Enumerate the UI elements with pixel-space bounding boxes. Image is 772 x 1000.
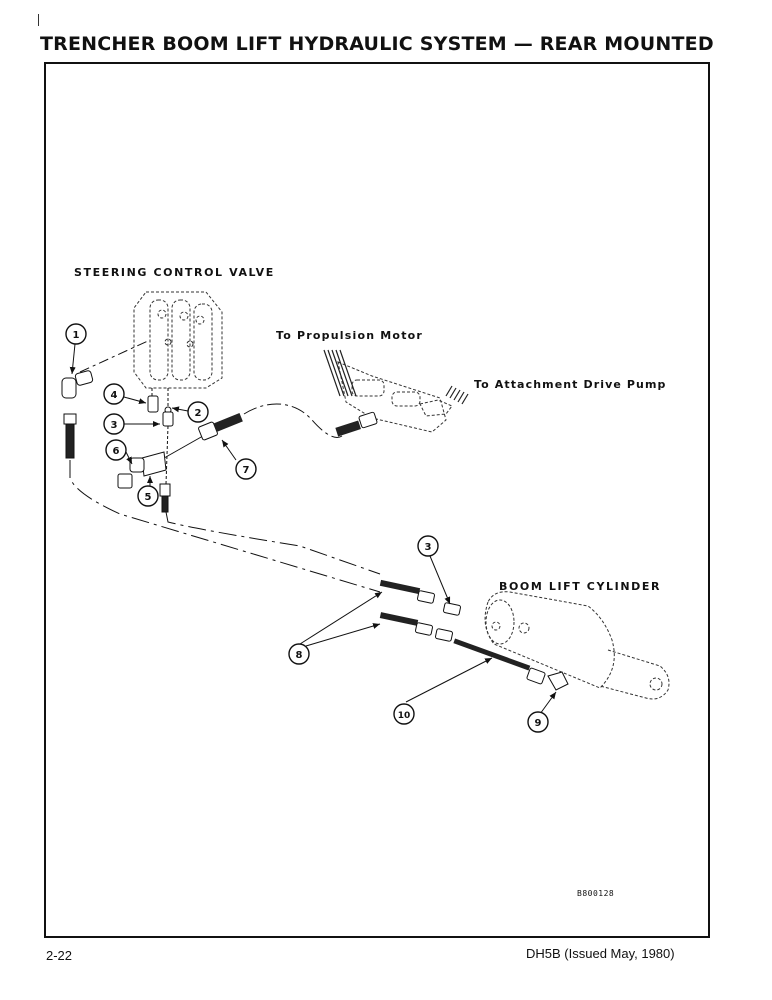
callout-10: 10: [398, 711, 411, 721]
callout-7: 7: [243, 465, 250, 476]
callout-5: 5: [145, 492, 152, 503]
callout-3-cylinder: 3: [425, 542, 432, 553]
page-number: 2-22: [46, 948, 73, 963]
callout-circles: [65, 323, 549, 733]
label-boom-lift-cylinder: BOOM LIFT CYLINDER: [499, 580, 662, 593]
callout-4: 4: [111, 390, 118, 401]
hose-7: [149, 403, 378, 467]
valve-fittings: [117, 395, 174, 513]
callout-2: 2: [195, 408, 202, 419]
margin-mark: [38, 14, 39, 26]
callout-9: 9: [535, 718, 542, 729]
document-issue: DH5B (Issued May, 1980): [526, 946, 675, 961]
label-steering-control-valve: STEERING CONTROL VALVE: [74, 266, 275, 279]
boom-lift-cylinder: [484, 591, 670, 700]
callout-3: 3: [111, 420, 118, 431]
callout-1: 1: [73, 330, 80, 341]
callout-6: 6: [113, 446, 120, 457]
label-to-attachment-drive-pump: To Attachment Drive Pump: [474, 378, 667, 391]
label-to-propulsion-motor: To Propulsion Motor: [276, 329, 424, 342]
diagram-frame: [44, 62, 710, 938]
pump-manifold: [337, 361, 453, 433]
elbow-fitting-1: [61, 370, 94, 459]
propulsion-motor-line: [323, 349, 357, 397]
leader-lines: [69, 343, 557, 715]
hose-10: [453, 638, 569, 691]
drawing-id: B800128: [577, 889, 615, 898]
steering-control-valve: [133, 291, 223, 389]
hose-8: [379, 579, 461, 642]
callout-8: 8: [296, 650, 303, 661]
page-title: TRENCHER BOOM LIFT HYDRAULIC SYSTEM — RE…: [40, 33, 714, 55]
attachment-pump-line: [445, 385, 469, 405]
